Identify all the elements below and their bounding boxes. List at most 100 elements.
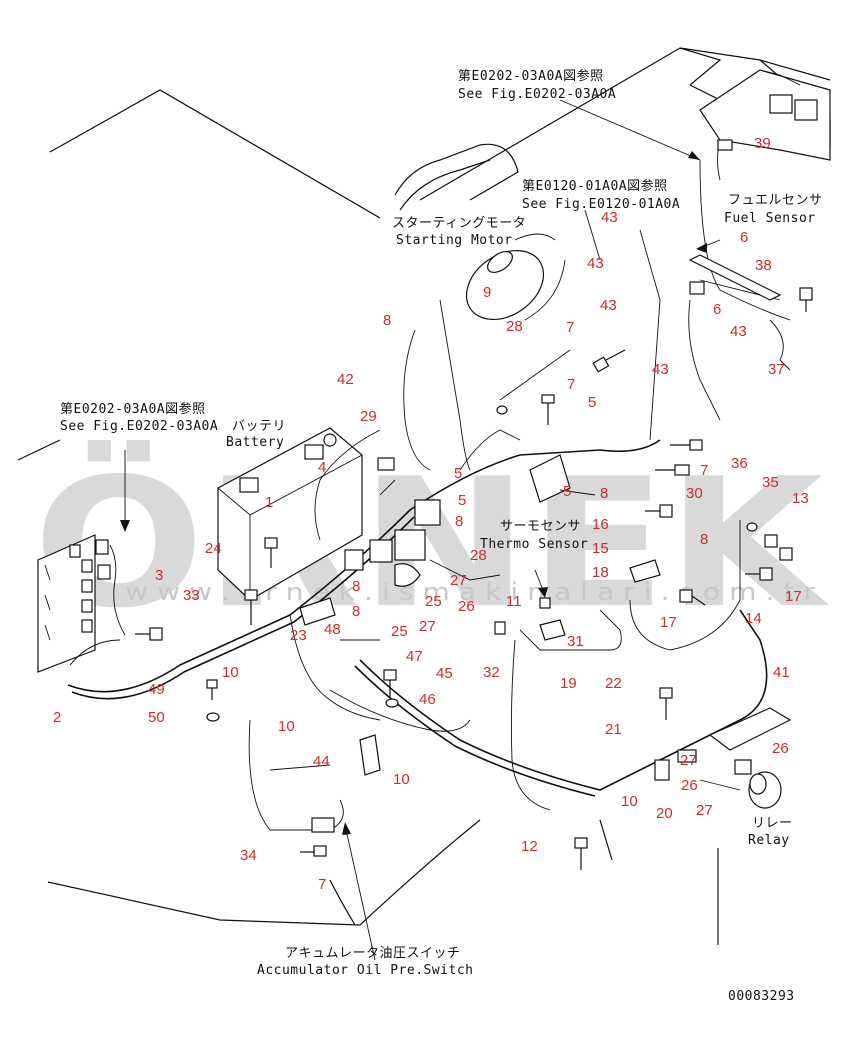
- connector-11: [539, 597, 551, 609]
- callout: 37: [768, 361, 785, 378]
- callout: 10: [278, 718, 295, 735]
- callout: 14: [745, 610, 762, 627]
- callout: 19: [560, 675, 577, 692]
- callout: 26: [458, 598, 475, 615]
- callout: 41: [773, 664, 790, 681]
- battery-drawing: [217, 427, 363, 601]
- callout: 16: [592, 516, 609, 533]
- callout: 5: [588, 394, 596, 411]
- callout: 3: [155, 567, 163, 584]
- callout: 45: [436, 665, 453, 682]
- callout: 13: [792, 490, 809, 507]
- ref-mid-en: See Fig.E0120-01A0A: [522, 197, 680, 212]
- callout: 43: [600, 297, 617, 314]
- washer-50: [206, 712, 220, 722]
- callout: 7: [567, 376, 575, 393]
- bracket-18: [629, 559, 661, 583]
- callout: 32: [483, 664, 500, 681]
- bracket-44: [359, 734, 381, 776]
- connector-32: [494, 621, 506, 635]
- starting-motor-drawing: [465, 233, 566, 321]
- callout: 28: [470, 547, 487, 564]
- connector-39: [717, 139, 733, 151]
- callout: 9: [483, 284, 491, 301]
- drawing-number: 00083293: [728, 989, 795, 1004]
- ref-mid-jp: 第E0120-01A0A図参照: [522, 178, 668, 194]
- callout: 1: [265, 494, 273, 511]
- callout: 27: [680, 752, 697, 769]
- washer-36: [746, 522, 758, 532]
- bolt-22: [659, 687, 673, 720]
- callout: 38: [755, 257, 772, 274]
- callout: 39: [754, 135, 771, 152]
- callout: 2: [53, 709, 61, 726]
- callout: 33: [183, 587, 200, 604]
- fuel-sensor-jp: フュエルセンサ: [728, 193, 823, 208]
- callout: 43: [652, 361, 669, 378]
- callout: 22: [605, 675, 622, 692]
- callout: 5: [454, 465, 462, 482]
- callout: 5: [563, 483, 571, 500]
- connector-13: [779, 547, 793, 561]
- accumulator-switch-en: Accumulator Oil Pre.Switch: [257, 963, 474, 978]
- callout: 8: [383, 312, 391, 329]
- callout: 46: [419, 691, 436, 708]
- callout: 10: [222, 664, 239, 681]
- callout: 8: [600, 485, 608, 502]
- callout: 20: [656, 805, 673, 822]
- callout: 10: [621, 793, 638, 810]
- callout: 29: [360, 408, 377, 425]
- callout: 50: [148, 709, 165, 726]
- bracket-23: [299, 597, 336, 626]
- callout: 27: [450, 572, 467, 589]
- callout: 27: [696, 802, 713, 819]
- leader-lines: [120, 89, 741, 961]
- callout: 6: [713, 301, 721, 318]
- callout: 12: [521, 838, 538, 855]
- washer-46: [385, 698, 399, 708]
- callout: 36: [731, 455, 748, 472]
- callout: 44: [313, 753, 330, 770]
- accumulator-switch-jp: アキュムレータ油圧スイッチ: [285, 946, 461, 961]
- thermo-sensor-en: Thermo Sensor: [480, 537, 588, 552]
- relay-jp: リレー: [752, 816, 793, 831]
- bolt-7-a: [541, 394, 555, 425]
- callout: 15: [592, 540, 609, 557]
- watermark: ÖRNEK w w w . o r n e k . i s m a k i n …: [33, 440, 830, 647]
- callout: 24: [205, 540, 222, 557]
- battery-en: Battery: [226, 435, 284, 450]
- bolt-17-b: [679, 589, 706, 606]
- bolt-30: [645, 504, 673, 518]
- ref-top-jp: 第E0202-03A0A図参照: [458, 68, 604, 84]
- callout: 28: [506, 318, 523, 335]
- fuel-sensor-en: Fuel Sensor: [724, 211, 816, 226]
- callout: 26: [772, 740, 789, 757]
- bolt-7-e: [300, 845, 327, 857]
- connector-35: [764, 534, 778, 548]
- bolt-7-d: [655, 464, 690, 476]
- callout: 43: [587, 255, 604, 272]
- callout: 31: [567, 633, 584, 650]
- bolt-8: [799, 287, 813, 312]
- bolt-3: [135, 627, 163, 641]
- callout: 21: [605, 721, 622, 738]
- bracket-31: [539, 619, 566, 641]
- callout: 4: [318, 459, 326, 476]
- callout: 25: [425, 593, 442, 610]
- bolt-7-b: [592, 349, 626, 373]
- callout: 43: [601, 209, 618, 226]
- bracket-26: [708, 707, 792, 751]
- callout: 25: [391, 623, 408, 640]
- bracket-38: [688, 254, 782, 301]
- ref-left-jp: 第E0202-03A0A図参照: [60, 401, 206, 417]
- callout: 8: [352, 578, 360, 595]
- callout: 35: [762, 474, 779, 491]
- connector-27: [677, 749, 697, 763]
- bolt-17: [745, 567, 773, 581]
- callout: 8: [455, 513, 463, 530]
- callout: 18: [592, 564, 609, 581]
- reference-labels: 第E0202-03A0A図参照 See Fig.E0202-03A0A 第E01…: [60, 68, 680, 434]
- callout: 8: [700, 531, 708, 548]
- relay-en: Relay: [748, 833, 790, 848]
